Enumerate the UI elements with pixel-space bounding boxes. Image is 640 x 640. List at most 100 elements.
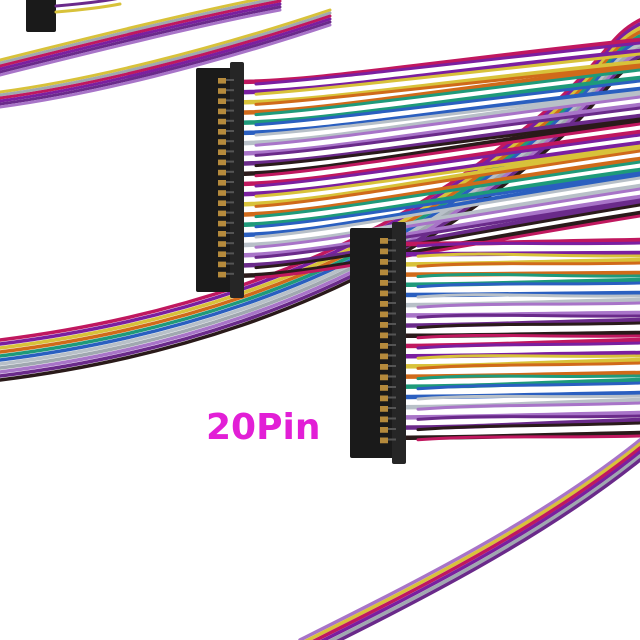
- contact-slot: [388, 386, 396, 388]
- connector-contact: [380, 427, 388, 433]
- wire: [254, 133, 640, 188]
- wire: [254, 90, 640, 137]
- wire: [233, 172, 640, 238]
- contact-slot: [388, 291, 396, 294]
- wire: [416, 381, 640, 391]
- wire: [416, 421, 640, 432]
- wire: [298, 438, 640, 640]
- contact-slot: [388, 375, 396, 378]
- wire: [328, 454, 640, 640]
- wire: [233, 156, 640, 217]
- wire: [416, 293, 640, 299]
- contact-slot: [226, 140, 234, 143]
- wire: [254, 176, 640, 239]
- connector-contact: [218, 139, 226, 145]
- connector-contact: [218, 220, 226, 227]
- wire: [254, 160, 640, 219]
- wire: [416, 252, 640, 258]
- connector-contact: [380, 406, 388, 412]
- wire: [254, 122, 640, 178]
- connector-contact: [218, 108, 226, 115]
- connector-housing: [350, 228, 402, 458]
- connector-contact: [380, 259, 388, 265]
- upper-wire-bundle: [233, 37, 640, 280]
- connector-contact: [380, 290, 388, 297]
- wire: [233, 102, 640, 156]
- connector-contact: [380, 395, 388, 402]
- wire: [312, 446, 640, 640]
- lower-wire-bundle: [395, 237, 640, 442]
- connector-contact: [218, 169, 226, 176]
- connector-contact: [380, 385, 388, 391]
- wire: [416, 414, 640, 421]
- wire: [416, 261, 640, 268]
- connector-contact: [218, 210, 226, 217]
- connector-contact: [218, 241, 226, 247]
- wire: [233, 75, 640, 126]
- connector-housing: [26, 0, 56, 32]
- connector-contact: [380, 238, 388, 244]
- wire: [233, 129, 640, 187]
- wire: [233, 113, 640, 166]
- wire: [0, 0, 263, 62]
- wire: [416, 341, 640, 350]
- lower-cable-harness: [350, 222, 640, 464]
- contact-slot: [388, 428, 396, 430]
- corner-connector-fragment: [26, 0, 122, 32]
- connector-contact: [380, 374, 388, 381]
- wire: [0, 8, 332, 94]
- wire: [0, 0, 282, 68]
- wire: [254, 117, 640, 168]
- contact-slot: [388, 333, 396, 336]
- connector-contact: [380, 301, 388, 307]
- contact-slot: [226, 232, 234, 234]
- connector-contact: [218, 271, 226, 278]
- wire: [0, 8, 282, 77]
- wire: [320, 450, 640, 640]
- wire: [233, 37, 640, 85]
- connector-contact: [380, 437, 388, 444]
- connector-contact: [218, 118, 226, 125]
- lower-20pin-connector: [350, 222, 406, 464]
- connector-contact: [380, 311, 388, 318]
- contact-slot: [226, 191, 234, 194]
- contact-slot: [388, 270, 396, 273]
- contact-slot: [388, 344, 396, 346]
- upper-20pin-connector: [196, 62, 244, 298]
- connector-contact: [380, 364, 388, 370]
- connector-contact: [218, 231, 226, 237]
- contact-slot: [388, 365, 396, 367]
- wire: [416, 401, 640, 411]
- connector-latch: [392, 222, 406, 464]
- wire: [416, 394, 640, 401]
- connector-contact: [218, 180, 226, 186]
- contact-slot: [226, 160, 234, 163]
- wire: [0, 46, 640, 370]
- wire: [233, 48, 640, 95]
- wire: [254, 68, 640, 117]
- connector-contact: [218, 159, 226, 166]
- wire: [416, 354, 640, 360]
- contact-slot: [226, 99, 234, 102]
- contact-slot: [388, 239, 396, 241]
- connector-contact: [218, 149, 226, 156]
- wire: [254, 171, 640, 229]
- wire: [416, 374, 640, 381]
- connector-contact: [218, 98, 226, 105]
- connector-contact: [380, 248, 388, 255]
- contact-slot: [388, 249, 396, 252]
- wire: [254, 144, 640, 198]
- contact-slot: [388, 312, 396, 315]
- wire: [416, 241, 640, 248]
- connector-contact: [380, 280, 388, 286]
- contact-slot: [388, 438, 396, 441]
- wire: [254, 95, 640, 147]
- contact-slot: [388, 260, 396, 262]
- contact-slot: [388, 323, 396, 325]
- wire: [304, 442, 640, 640]
- wire: [233, 59, 640, 105]
- connector-contact: [380, 269, 388, 276]
- connector-contact: [380, 353, 388, 360]
- contact-slot: [226, 119, 234, 122]
